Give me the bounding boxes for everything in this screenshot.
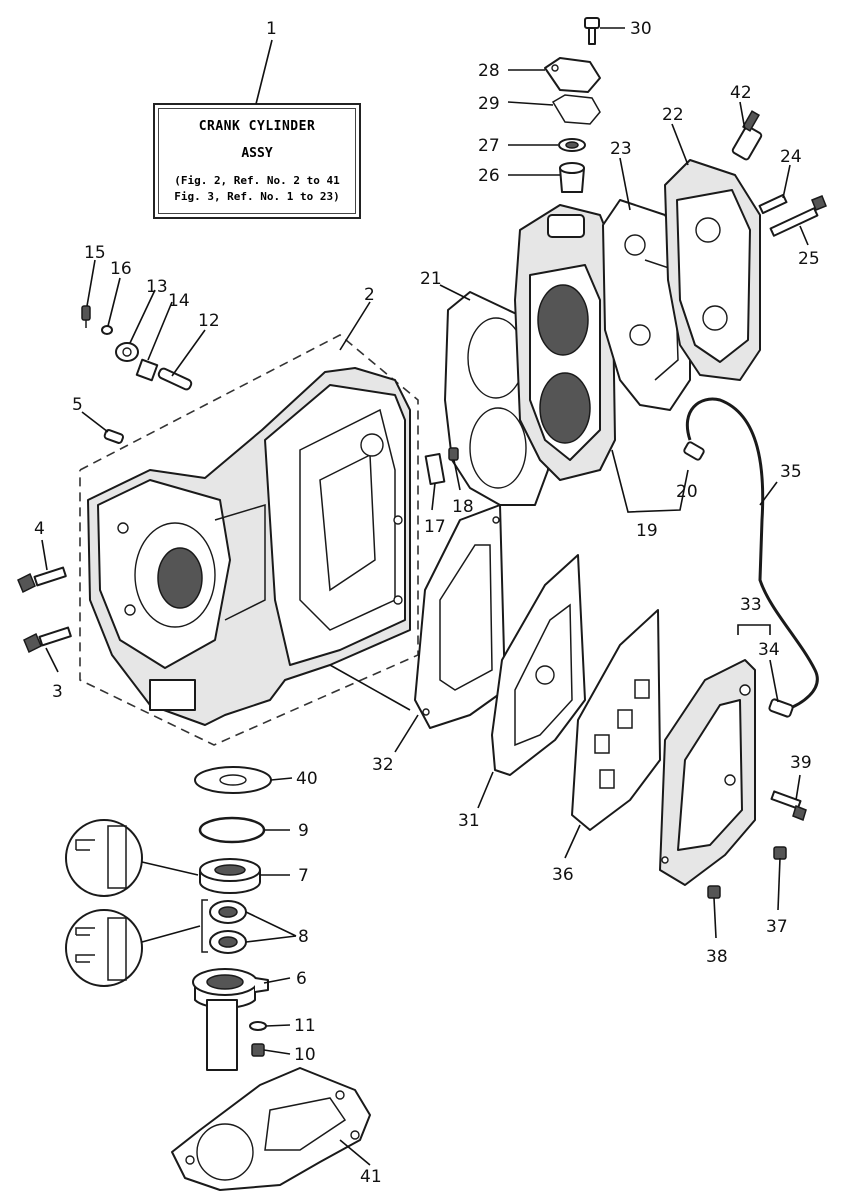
callout-6: 6 [296, 969, 307, 989]
screw-15 [81, 305, 91, 328]
seal-27 [558, 138, 586, 152]
callout-13: 13 [146, 277, 168, 297]
detail-circle-oil-seal [65, 819, 199, 897]
o-ring-9 [198, 816, 266, 844]
cylinder-head-19 [514, 204, 616, 481]
washer-16 [101, 325, 113, 335]
callout-9: 9 [298, 821, 309, 841]
assembly-label-box: CRANK CYLINDER ASSY (Fig. 2, Ref. No. 2 … [153, 103, 361, 219]
oil-seal-7 [199, 858, 261, 894]
assembly-label-title: CRANK CYLINDER [198, 119, 316, 134]
callout-41: 41 [360, 1167, 382, 1187]
callout-32: 32 [372, 755, 394, 775]
o-ring-11 [249, 1021, 267, 1031]
callout-42: 42 [730, 83, 752, 103]
gasket-29 [551, 94, 601, 125]
leader-lines [41, 27, 809, 1166]
plate-31 [491, 554, 586, 776]
callout-19: 19 [636, 521, 658, 541]
callout-11: 11 [294, 1016, 316, 1036]
callout-15: 15 [84, 243, 106, 263]
callout-36: 36 [552, 865, 574, 885]
part-17 [424, 452, 446, 486]
thermostat-cover-28 [544, 57, 601, 93]
assembly-label-ref-line-1: (Fig. 2, Ref. No. 2 to 41 [174, 174, 340, 187]
callout-39: 39 [790, 753, 812, 773]
thermostat-26 [559, 162, 585, 193]
callout-8: 8 [298, 927, 309, 947]
bolt-25 [769, 195, 827, 237]
callout-26: 26 [478, 166, 500, 186]
callout-4: 4 [34, 519, 45, 539]
gasket-32 [414, 504, 506, 729]
bolt-38 [707, 885, 721, 899]
callout-31: 31 [458, 811, 480, 831]
valve-12 [157, 367, 193, 391]
callout-40: 40 [296, 769, 318, 789]
dowel-pin-5 [103, 429, 124, 444]
callout-34: 34 [758, 640, 780, 660]
callout-29: 29 [478, 94, 500, 114]
bolt-39 [770, 790, 807, 822]
callout-28: 28 [478, 61, 500, 81]
gasket-41 [171, 1067, 371, 1191]
callout-16: 16 [110, 259, 132, 279]
callout-25: 25 [798, 249, 820, 269]
callout-5: 5 [72, 395, 83, 415]
plate-13 [115, 342, 139, 362]
callout-24: 24 [780, 147, 802, 167]
fitting-34 [768, 698, 794, 718]
callout-33: 33 [740, 595, 762, 615]
callout-20: 20 [676, 482, 698, 502]
sensor-42 [731, 110, 763, 161]
callout-23: 23 [610, 139, 632, 159]
bolt-4 [17, 566, 67, 594]
cover-22 [664, 159, 761, 381]
exhaust-cover-33 [659, 659, 756, 886]
callout-35: 35 [780, 462, 802, 482]
bracket-8 [201, 899, 208, 953]
callout-3: 3 [52, 682, 63, 702]
cylinder-block [87, 367, 411, 726]
plate-14 [135, 358, 159, 382]
callout-22: 22 [662, 105, 684, 125]
bolt-37 [773, 846, 787, 860]
callout-numbers: 1 2 3 4 5 6 7 8 9 10 11 12 13 14 15 16 1… [34, 19, 820, 1187]
crankcase-assembly-outline [79, 334, 419, 746]
callout-37: 37 [766, 917, 788, 937]
callout-18: 18 [452, 497, 474, 517]
bolt-18 [448, 447, 459, 461]
callout-27: 27 [478, 136, 500, 156]
assembly-label-subtitle: ASSY [241, 146, 273, 161]
bearing-8 [209, 900, 247, 954]
bolt-30 [584, 17, 600, 45]
bearing-housing-6 [192, 968, 269, 1071]
callout-30: 30 [630, 19, 652, 39]
fitting-20 [683, 441, 705, 461]
assembly-label-reference: (Fig. 2, Ref. No. 2 to 41 Fig. 3, Ref. N… [155, 173, 359, 205]
callout-7: 7 [298, 866, 309, 886]
bolt-10 [251, 1043, 265, 1057]
hose-35 [685, 397, 819, 712]
callout-38: 38 [706, 947, 728, 967]
callout-14: 14 [168, 291, 190, 311]
assembly-label-ref-line-2: Fig. 3, Ref. No. 1 to 23) [174, 190, 340, 203]
gasket-36 [571, 609, 661, 831]
callout-10: 10 [294, 1045, 316, 1065]
callout-2: 2 [364, 285, 375, 305]
callout-12: 12 [198, 311, 220, 331]
callout-17: 17 [424, 517, 446, 537]
detail-circle-bearing [65, 909, 201, 987]
washer-40 [194, 766, 272, 794]
callout-1: 1 [266, 19, 277, 39]
bolt-24 [758, 193, 788, 215]
bolt-3 [23, 626, 72, 654]
callout-21: 21 [420, 269, 442, 289]
